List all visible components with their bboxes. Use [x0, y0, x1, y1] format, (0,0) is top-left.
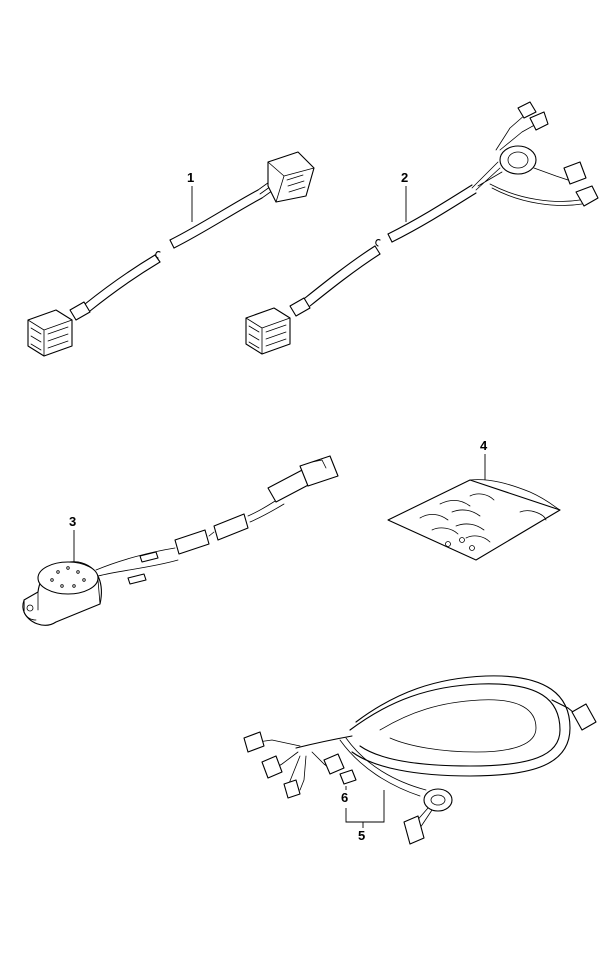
callout-6: 6	[341, 786, 348, 805]
bag-part-4[interactable]	[387, 479, 561, 561]
wiring-harness-part-1[interactable]	[27, 151, 315, 357]
callout-4: 4	[480, 438, 488, 480]
callout-3-number: 3	[69, 514, 76, 529]
callout-6-number: 6	[341, 790, 348, 805]
callout-2: 2	[401, 170, 408, 222]
callout-5: 5	[345, 790, 385, 843]
main-harness-part-5[interactable]	[243, 675, 597, 845]
callout-3: 3	[69, 514, 76, 562]
buzzer-part-3[interactable]	[22, 455, 339, 626]
callout-1: 1	[187, 170, 194, 222]
callout-2-number: 2	[401, 170, 408, 185]
wiring-harness-part-2[interactable]	[245, 101, 599, 355]
callout-5-number: 5	[358, 828, 365, 843]
callout-4-number: 4	[480, 438, 488, 453]
fuse-part-6[interactable]	[339, 769, 357, 785]
callout-1-number: 1	[187, 170, 194, 185]
